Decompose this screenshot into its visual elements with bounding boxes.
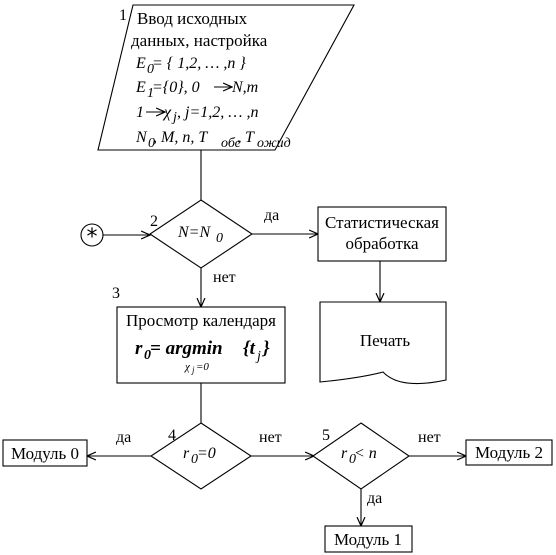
formula-e1-sub: 1 [147,86,154,101]
decision-n-text: N=N [177,224,211,241]
formula-e1-rest2: N,m [231,79,258,96]
print-document [319,301,447,385]
module0-box [2,439,88,467]
formula-e1-rest1: ={0}, 0 [152,79,200,96]
edge-label-yes-module1: да [367,490,382,507]
argmin-eq: = argmin [150,338,223,359]
module2-label: Модуль 2 [475,443,543,462]
block-number-3: 3 [112,285,120,302]
edge-label-no-module2: нет [418,429,441,446]
decision-r0-rest: =0 [197,445,216,462]
decision-r0-sub: 0 [191,452,198,467]
formula-e0-rest: = { 1,2, … ,n } [152,55,246,72]
argmin-brace: {t [243,338,256,359]
block-number-1: 1 [119,7,127,24]
formula-e0-base: E [135,55,146,72]
decision-rn-rest: < n [354,445,377,462]
formula-params: N 0 , M, n, T обс , T ожид [135,129,291,151]
formula-params-tsub1: обс [221,136,242,151]
stats-line-1: Статистическая [325,213,439,232]
formula-e1-base: E [135,79,146,96]
formula-chi-var: χ [162,104,172,121]
stats-box [317,206,447,262]
formula-chi: 1 χ j , j=1,2, … ,n [136,104,258,125]
block-number-5: 5 [322,427,330,444]
formula-params-rest: , M, n, T [153,129,208,146]
print-label: Печать [360,331,410,350]
module0-label: Модуль 0 [11,444,79,463]
connector-star-icon: * [87,225,98,250]
argmin-under-sub: j [191,365,195,375]
formula-chi-pre: 1 [136,104,144,121]
block-number-2: 2 [150,213,158,230]
calendar-box [116,306,286,384]
formula-chi-sub: j [171,110,177,125]
decision-rn-sub: 0 [349,452,356,467]
input-title-line-1: Ввод исходных [137,9,248,28]
formula-e0-sub: 0 [147,62,154,77]
argmin-lhs: r [135,338,143,359]
module1-box [324,525,413,553]
argmin-lhs-sub: 0 [144,348,151,363]
argmin-under-rest: =0 [196,361,209,373]
calendar-title: Просмотр календаря [126,311,276,330]
decision-r0-diamond [150,422,252,490]
edge-label-no-check5: нет [259,429,282,446]
formula-chi-rest: , j=1,2, … ,n [177,104,258,121]
decision-rn-lhs: r [341,445,348,462]
decision-n-sub: 0 [216,231,223,246]
input-title-line-2: данных, настройка [131,31,268,50]
edge-label-yes-module0: да [116,429,131,446]
module2-box [465,439,553,466]
edge-label-yes-stats: да [264,207,279,224]
argmin-under-var: χ [184,361,191,373]
argmin-close: } [261,338,270,359]
decision-r0-lhs: r [183,445,190,462]
formula-e0: E 0 = { 1,2, … ,n } [135,55,246,77]
formula-params-n: N [135,129,148,146]
formula-params-n-sub: 0 [148,136,155,151]
argmin-t-sub: j [255,349,261,364]
stats-line-2: обработка [345,234,419,253]
formula-params-sep: , T [237,129,255,146]
edge-label-no-calendar: нет [213,269,236,286]
argmin-formula: r 0 = argmin {t j } χ j =0 [135,338,270,375]
module1-label: Модуль 1 [334,530,402,549]
block-number-4: 4 [168,427,176,444]
formula-e1: E 1 ={0}, 0 N,m [135,79,258,101]
formula-params-tsub2: ожид [257,136,291,151]
